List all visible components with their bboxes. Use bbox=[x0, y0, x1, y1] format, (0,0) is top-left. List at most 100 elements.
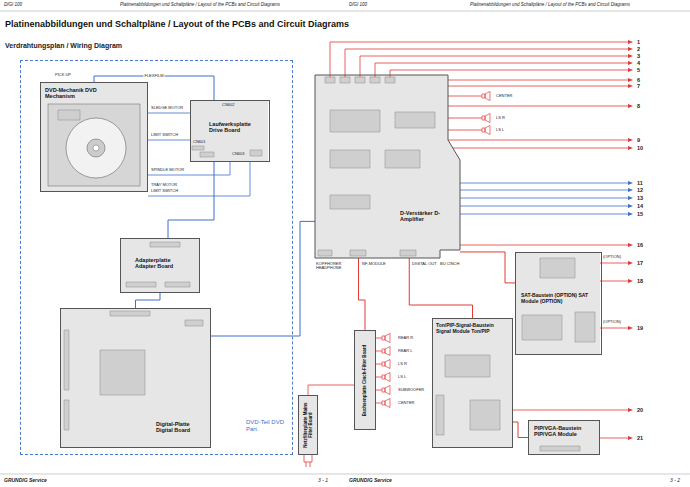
dvd-part-region: DVD-Teil DVD Part DVD-Mechanik DVD Mechan… bbox=[20, 60, 293, 455]
label-anchor: BU CINCH bbox=[440, 262, 459, 266]
callout-number: 21 bbox=[637, 435, 643, 441]
label-anchor: KOPFHÖRER HEADPHONE bbox=[316, 262, 346, 271]
wire-connector bbox=[136, 293, 161, 308]
part-label: KOPFHÖRER HEADPHONE bbox=[316, 262, 346, 271]
board-name: Netzfilterplatte Mains Filter Board bbox=[303, 398, 313, 452]
callout-number: 10 bbox=[637, 145, 643, 151]
label-anchor: LS R bbox=[398, 362, 407, 366]
callout-number: 17 bbox=[637, 260, 643, 266]
label-anchor: 11 bbox=[637, 180, 643, 186]
dvd-mechanism: DVD-Mechanik DVD Mechanism bbox=[40, 82, 148, 192]
label-anchor: 17 bbox=[637, 260, 643, 266]
label-anchor: 8 bbox=[637, 103, 640, 109]
callout-number: 20 bbox=[637, 407, 643, 413]
label-anchor: DIGITAL OUT bbox=[412, 262, 437, 266]
digital-board: Digital-Platte Digital Board bbox=[60, 308, 211, 448]
label-anchor: 1 bbox=[637, 39, 640, 45]
label-anchor: 5 bbox=[637, 67, 640, 73]
board-name: Adapterplatte Adapter Board bbox=[135, 257, 185, 270]
part-label: PICK UP bbox=[55, 73, 71, 77]
label-anchor: Platinenabbildungen und Schaltpläne / La… bbox=[120, 3, 280, 8]
callout-number: 19 bbox=[637, 325, 643, 331]
label-anchor: LS L bbox=[398, 375, 406, 379]
callout-number: 11 bbox=[637, 180, 643, 186]
board-name: SAT-Baustein (OPTION) SAT Module (OPTION… bbox=[521, 293, 597, 305]
board-name: DVD-Mechanik DVD Mechanism bbox=[45, 87, 97, 100]
connector-label: FLEXFILM bbox=[143, 74, 164, 78]
part-label: (OPTION) bbox=[603, 320, 621, 324]
label-anchor: 13 bbox=[637, 195, 643, 201]
label-anchor: (OPTION) bbox=[603, 320, 621, 324]
label-anchor: 14 bbox=[637, 203, 643, 209]
wire-connector bbox=[211, 221, 315, 336]
wire-connector bbox=[94, 76, 214, 100]
part-label: BU CINCH bbox=[440, 262, 459, 266]
part-label: SLEDGE MOTOR bbox=[151, 106, 183, 110]
part-label: SPINDLE MOTOR bbox=[151, 168, 184, 172]
callout-number: 8 bbox=[637, 103, 640, 109]
amplifier-board: D-Verstärker D-Amplifier bbox=[315, 75, 460, 258]
callout-number: 5 bbox=[637, 67, 640, 73]
part-label: LIMIT SWITCH bbox=[151, 133, 178, 137]
label-anchor: NF-MODULE bbox=[362, 262, 386, 266]
edge-label-anchor: FLEXFILM bbox=[143, 74, 164, 78]
label-anchor: DIGI 100 bbox=[349, 3, 367, 8]
speaker-label: SUBWOOFER bbox=[398, 388, 424, 392]
label-anchor: SPINDLE MOTOR bbox=[151, 168, 184, 172]
speaker-label: CENTER bbox=[398, 401, 414, 405]
label-anchor: 20 bbox=[637, 407, 643, 413]
label-anchor: 16 bbox=[637, 242, 643, 248]
label-anchor: CN602 bbox=[222, 103, 234, 107]
header-rule bbox=[0, 11, 690, 12]
speaker-label: LS L bbox=[496, 128, 504, 132]
label-anchor: 2 bbox=[637, 46, 640, 52]
label-anchor: 3 - 2 bbox=[670, 478, 680, 484]
label-anchor: DIGI 100 bbox=[4, 3, 22, 8]
label-anchor: (OPTION) bbox=[603, 255, 621, 259]
disc bbox=[66, 118, 126, 178]
label-anchor: 7 bbox=[637, 83, 640, 89]
label-anchor: LIMIT SWITCH bbox=[151, 133, 178, 137]
board-fill bbox=[40, 75, 600, 455]
callout-number: 14 bbox=[637, 203, 643, 209]
label-anchor: 3 - 1 bbox=[318, 478, 328, 484]
page-footer: 3 - 2 bbox=[670, 478, 680, 484]
part-label: TRAY MOTOR bbox=[151, 183, 177, 187]
speaker-label: LS R bbox=[398, 362, 407, 366]
page-footer: GRUNDIG Service bbox=[349, 478, 392, 484]
signal-module: Ton/PIP-Signal-Baustein Signal Module To… bbox=[432, 318, 513, 448]
board-name: Ton/PIP-Signal-Baustein Signal Module To… bbox=[436, 323, 508, 335]
spindle-hole bbox=[93, 145, 99, 151]
label-anchor: Verdrahtungsplan / Wiring Diagram bbox=[5, 42, 122, 50]
label-anchor: CENTER bbox=[496, 94, 512, 98]
part-label: LIMIT SWITCH bbox=[151, 189, 178, 193]
page-header: DIGI 100 bbox=[4, 3, 22, 8]
wire-connector bbox=[409, 258, 472, 318]
board-name: PIP/VGA-Baustein PIP/VGA Module bbox=[534, 425, 594, 438]
wire-connector bbox=[168, 162, 214, 238]
label-anchor: PICK UP bbox=[55, 73, 71, 77]
label-anchor: CENTER bbox=[398, 401, 414, 405]
part-label: CN603 bbox=[232, 152, 244, 156]
board-name: Buchsenplatte Cinch-Filter Board bbox=[362, 333, 367, 427]
part-label: DIGITAL OUT bbox=[412, 262, 437, 266]
red-wire bbox=[304, 42, 629, 467]
part-label: CN601 bbox=[193, 140, 205, 144]
page-header: Platinenabbildungen und Schaltpläne / La… bbox=[120, 3, 280, 8]
adapter-board: Adapterplatte Adapter Board bbox=[120, 238, 200, 293]
label-anchor: SLEDGE MOTOR bbox=[151, 106, 183, 110]
page-header: Platinenabbildungen und Schaltpläne / La… bbox=[470, 3, 630, 8]
label-anchor: 12 bbox=[637, 187, 643, 193]
board-name: DVD-Teil DVD Part bbox=[246, 419, 288, 433]
label-anchor: GRUNDIG Service bbox=[4, 478, 47, 484]
speaker-label: LS R bbox=[496, 116, 505, 120]
board-name: D-Verstärker D-Amplifier bbox=[400, 210, 446, 223]
page-footer: GRUNDIG Service bbox=[4, 478, 47, 484]
page-footer: 3 - 1 bbox=[318, 478, 328, 484]
label-anchor: 19 bbox=[637, 325, 643, 331]
label-anchor: 15 bbox=[637, 211, 643, 217]
speaker-label: REAR R bbox=[398, 336, 413, 340]
callout-number: 7 bbox=[637, 83, 640, 89]
